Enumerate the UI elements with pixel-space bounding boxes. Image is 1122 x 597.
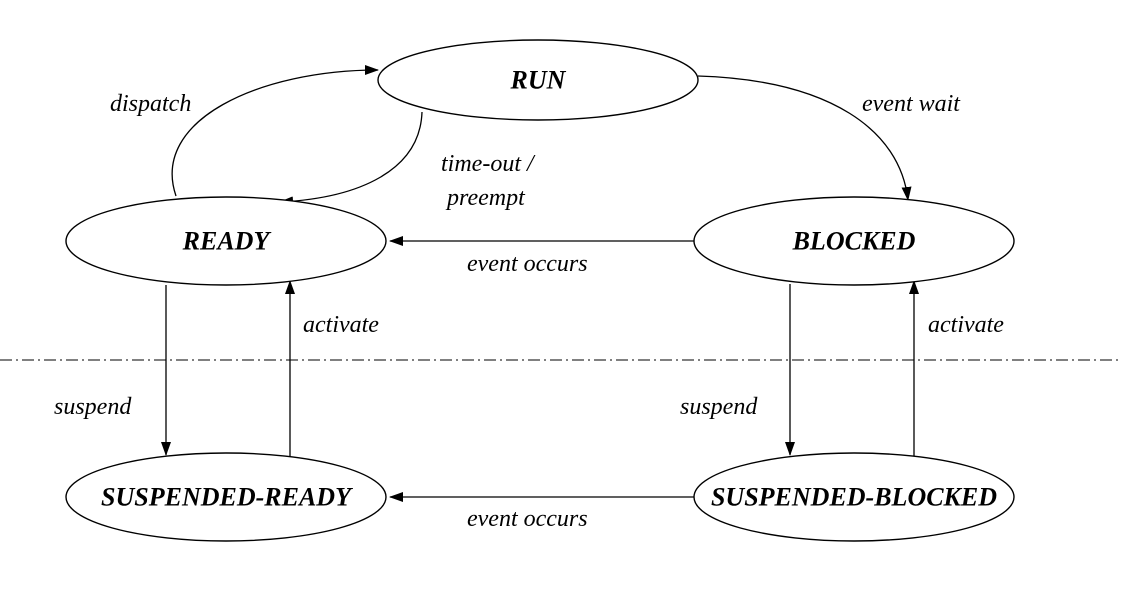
state-blocked: BLOCKED: [693, 196, 1015, 286]
edge-timeout-preempt: [279, 111, 423, 207]
state-suspended-blocked-label: SUSPENDED-BLOCKED: [711, 483, 997, 512]
state-ready-label: READY: [182, 227, 272, 256]
edge-event-wait: [697, 75, 912, 201]
edge-dispatch: [171, 65, 379, 197]
label-suspend-right: suspend: [680, 394, 758, 420]
label-event-wait: event wait: [862, 91, 961, 117]
label-timeout-line1: time-out /: [441, 151, 536, 177]
label-activate-right: activate: [928, 312, 1004, 338]
state-blocked-label: BLOCKED: [792, 227, 916, 256]
state-suspended-ready-label: SUSPENDED-READY: [101, 483, 353, 512]
state-suspended-blocked: SUSPENDED-BLOCKED: [693, 452, 1015, 542]
state-run-label: RUN: [510, 66, 567, 95]
label-suspend-left: suspend: [54, 394, 132, 420]
label-dispatch: dispatch: [110, 91, 191, 117]
state-run: RUN: [377, 39, 699, 121]
state-ready: READY: [65, 196, 387, 286]
label-event-occurs-top: event occurs: [467, 251, 588, 277]
label-activate-left: activate: [303, 312, 379, 338]
state-suspended-ready: SUSPENDED-READY: [65, 452, 387, 542]
label-event-occurs-bottom: event occurs: [467, 506, 588, 532]
label-timeout-line2: preempt: [445, 185, 526, 211]
